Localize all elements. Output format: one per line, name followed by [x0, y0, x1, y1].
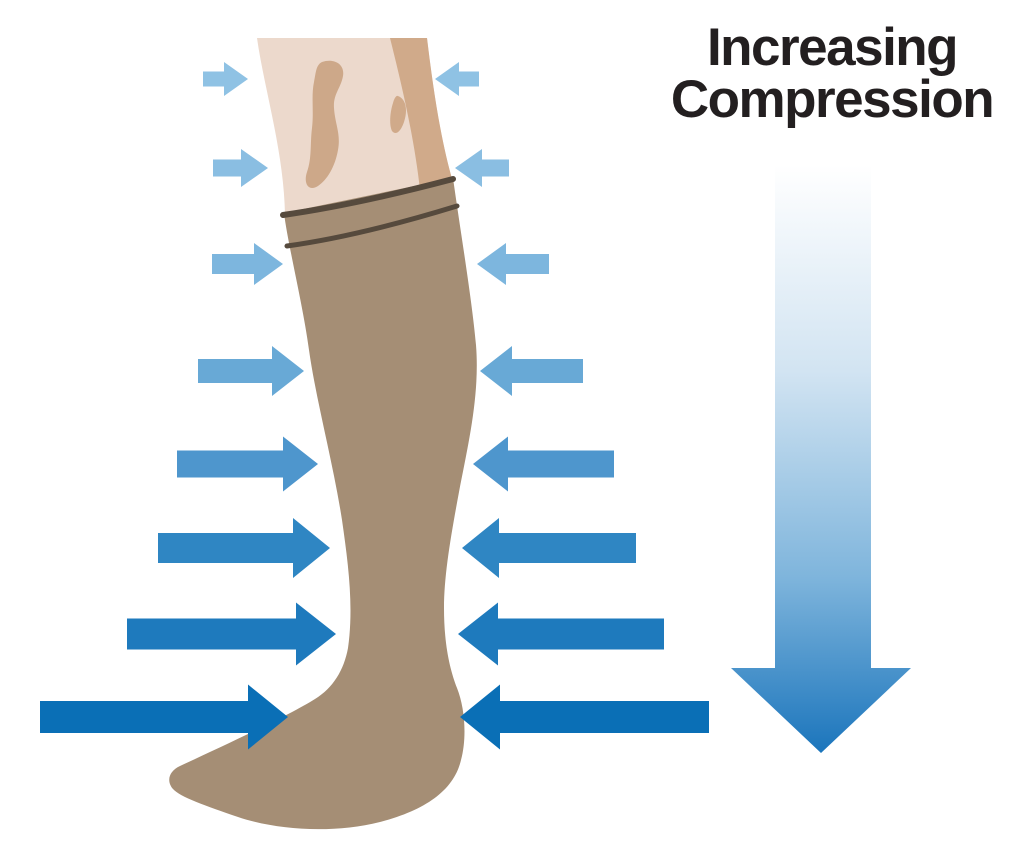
title-line-2: Compression [670, 69, 995, 129]
pressure-arrow-left-1 [203, 62, 248, 96]
pressure-arrow-left-6 [158, 518, 330, 578]
stocking-band-line-2 [284, 203, 460, 249]
pressure-arrows [40, 62, 709, 750]
pressure-arrow-right-7 [458, 602, 664, 666]
pressure-arrow-right-8 [460, 684, 709, 750]
compression-stocking [169, 178, 477, 830]
diagram-title: Increasing Compression [640, 18, 1024, 129]
pressure-arrow-left-7 [127, 602, 336, 666]
pressure-arrow-right-5 [473, 436, 614, 492]
knee-shade-right [390, 38, 455, 206]
pressure-arrow-left-3 [212, 243, 283, 285]
increasing-compression-down-arrow [731, 165, 911, 753]
pressure-arrow-right-6 [462, 518, 636, 578]
title-line-1: Increasing [706, 18, 959, 77]
varicose-vein [305, 60, 344, 189]
pressure-arrow-left-2 [213, 149, 268, 187]
pressure-arrow-right-2 [455, 149, 509, 187]
pressure-arrow-right-3 [477, 243, 549, 285]
pressure-arrow-right-4 [480, 346, 583, 396]
pressure-arrow-right-1 [435, 62, 479, 96]
pressure-arrow-left-4 [198, 346, 304, 396]
stocking-band-line-1 [280, 176, 456, 218]
pressure-arrow-left-5 [177, 436, 318, 492]
pressure-arrow-left-8 [40, 684, 288, 750]
knee-shade-hook [390, 95, 406, 133]
